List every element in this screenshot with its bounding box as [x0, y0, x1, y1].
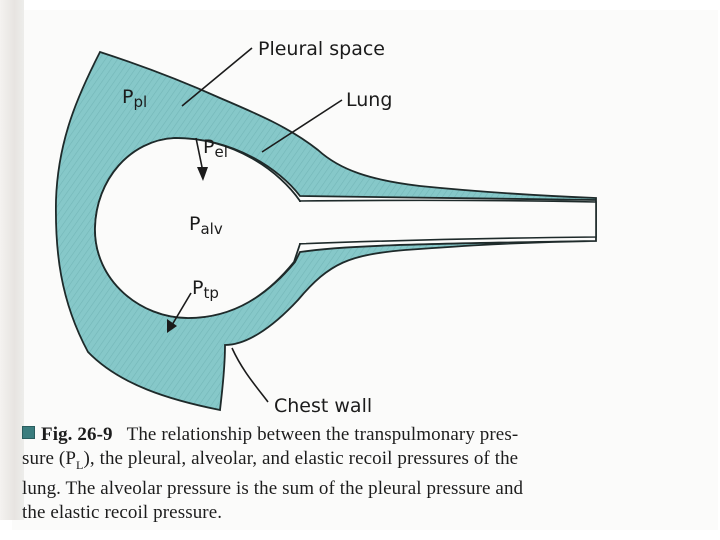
alveolar-space — [94, 137, 301, 319]
caption-line-4: the elastic recoil pressure. — [22, 501, 223, 523]
p-tp-label: Ptp — [192, 277, 219, 302]
caption-line-2: sure (PL), the pleural, alveolar, and el… — [22, 448, 519, 472]
caption-line-3: lung. The alveolar pressure is the sum o… — [22, 477, 524, 499]
p-tp-arrow-head — [167, 319, 177, 333]
airway-joint — [294, 202, 306, 243]
lung-leader — [261, 99, 343, 153]
chest-wall-leader — [231, 347, 269, 403]
lung-label: Lung — [346, 89, 392, 111]
pleural-space-label: Pleural space — [258, 38, 385, 60]
p-el-arrow-head — [197, 167, 208, 181]
chest-wall-label: Chest wall — [274, 395, 372, 417]
p-el-label: Pel — [203, 136, 228, 161]
p-el-arrow-shaft — [195, 137, 204, 173]
p-alv-label: Palv — [189, 213, 223, 238]
scan-edge — [0, 0, 24, 520]
p-tp-arrow-shaft — [171, 292, 192, 326]
p-pl-label: Ppl — [122, 86, 147, 111]
figure-number: Fig. 26-9 — [41, 424, 113, 445]
airway — [295, 199, 597, 245]
pleural-space-leader — [181, 47, 253, 107]
caption-marker-icon — [22, 426, 35, 439]
